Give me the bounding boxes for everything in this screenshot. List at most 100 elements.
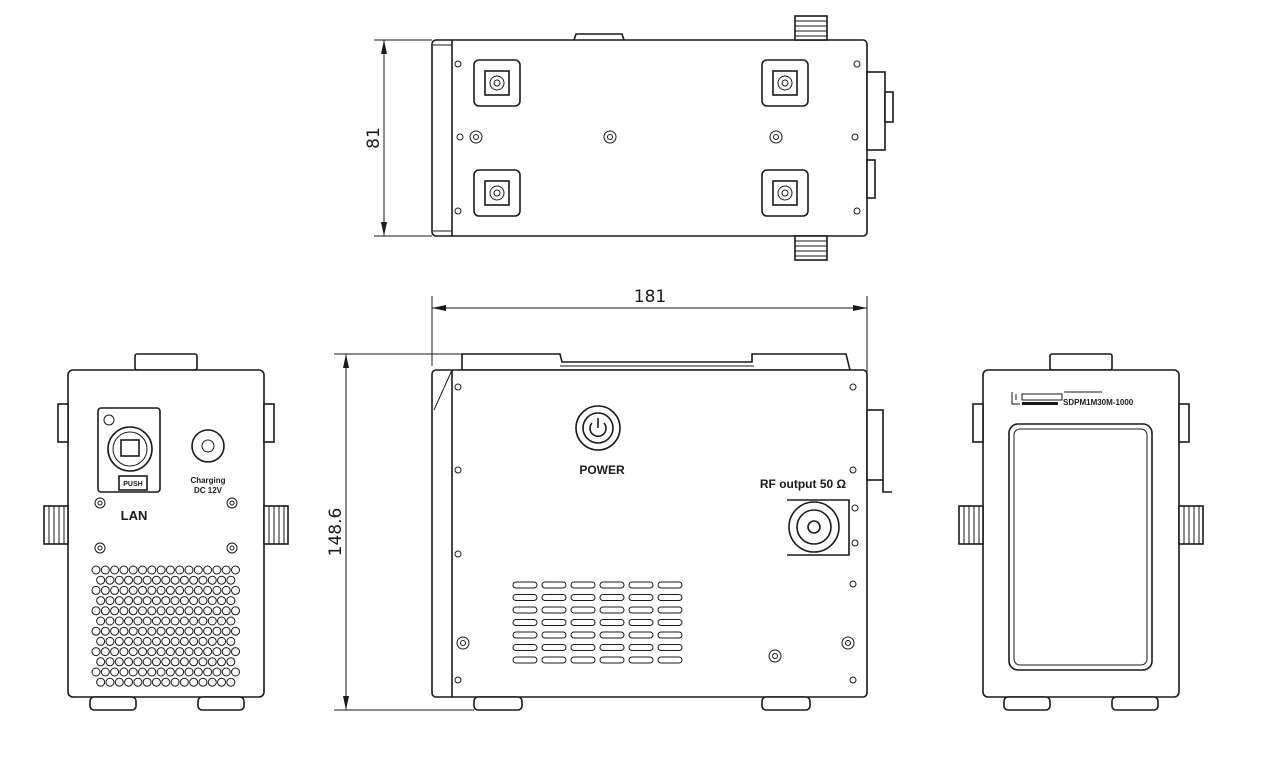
vent-hole [156, 647, 166, 657]
vent-slot [570, 594, 596, 601]
vent-hole [217, 657, 227, 667]
vent-hole [221, 647, 231, 657]
vent-hole [217, 677, 227, 687]
vent-hole [165, 585, 175, 595]
vent-hole [184, 606, 194, 616]
vent-hole [147, 606, 157, 616]
vent-hole [189, 657, 199, 667]
vent-hole [133, 636, 143, 646]
vent-hole [184, 647, 194, 657]
vent-hole [217, 616, 227, 626]
vent-slot [512, 581, 538, 589]
vent-hole [110, 667, 120, 677]
vent-hole [96, 677, 106, 687]
vent-slot [628, 594, 654, 601]
n-connector-right-2 [1178, 505, 1204, 545]
vent-slot [512, 606, 538, 614]
vent-hole [198, 616, 208, 626]
vent-hole [100, 647, 110, 657]
left-side-view: PUSH LAN Charging DC 12V [43, 353, 289, 711]
vent-hole [207, 616, 217, 626]
n-connector-left [43, 505, 69, 545]
vent-slot [657, 594, 683, 601]
top-view: 81 [364, 15, 894, 261]
vent-hole [114, 657, 124, 667]
vent-hole [179, 677, 189, 687]
vent-hole [170, 596, 180, 606]
vent-hole [221, 585, 231, 595]
vent-hole [105, 677, 115, 687]
power-button [575, 405, 621, 451]
vent-hole [165, 626, 175, 636]
vent-slot [570, 656, 596, 664]
vent-hole [138, 667, 147, 677]
vent-hole [175, 585, 185, 595]
vent-hole [161, 596, 171, 606]
vent-slot [599, 606, 625, 614]
vent-hole [114, 677, 124, 687]
n-connector-left-2 [958, 505, 984, 545]
vent-slot [657, 631, 683, 639]
height-dimension-value: 148.6 [326, 508, 346, 557]
vent-hole [184, 626, 194, 636]
vent-hole [91, 667, 101, 677]
vent-hole [231, 585, 240, 595]
vent-hole [156, 626, 166, 636]
vent-slot [657, 581, 683, 589]
foot-pads [473, 59, 809, 217]
vent-hole [231, 667, 240, 677]
vent-hole [212, 565, 222, 575]
vent-slot [541, 619, 567, 626]
vent-hole [133, 575, 143, 585]
vent-hole [156, 606, 166, 616]
vent-hole [142, 616, 152, 626]
vent-hole [198, 657, 208, 667]
vent-hole [114, 596, 124, 606]
vent-hole [105, 575, 115, 585]
vent-slot [628, 644, 654, 651]
vent-hole [105, 657, 115, 667]
vent-hole [119, 667, 129, 677]
vent-hole [128, 626, 138, 636]
vent-hole [100, 626, 110, 636]
vent-hole [226, 575, 236, 585]
vent-hole [100, 667, 110, 677]
vent-slot [512, 594, 538, 601]
vent-hole [179, 636, 189, 646]
vent-hole [119, 565, 129, 575]
vent-slot [541, 581, 567, 589]
vent-hole [138, 647, 147, 657]
vent-hole [207, 575, 217, 585]
vent-hole [124, 677, 134, 687]
vent-hole [203, 626, 213, 636]
vent-hole [189, 636, 199, 646]
vent-hole [128, 667, 138, 677]
vent-slot [541, 631, 567, 639]
vent-hole [128, 606, 138, 616]
vent-hole [96, 657, 106, 667]
lan-label: LAN [121, 508, 148, 523]
vent-hole [151, 575, 161, 585]
vent-hole [165, 667, 175, 677]
vent-slot [599, 594, 625, 601]
vent-hole [193, 585, 203, 595]
vent-hole [91, 606, 101, 616]
depth-dimension-value: 81 [364, 127, 384, 149]
vent-slot [541, 606, 567, 614]
vent-hole [212, 606, 222, 616]
vent-hole [170, 657, 180, 667]
vent-hole [198, 575, 208, 585]
vent-hole [96, 616, 106, 626]
vent-hole [138, 626, 147, 636]
vent-hole [226, 677, 236, 687]
vent-hole [142, 657, 152, 667]
vent-hole [100, 585, 110, 595]
vent-hole [193, 606, 203, 616]
vent-hole [198, 596, 208, 606]
vent-hole [138, 606, 147, 616]
vent-slot [541, 656, 567, 664]
vent-hole [128, 585, 138, 595]
vent-slots [512, 581, 683, 664]
vent-slot [628, 581, 654, 589]
vent-hole [124, 616, 134, 626]
